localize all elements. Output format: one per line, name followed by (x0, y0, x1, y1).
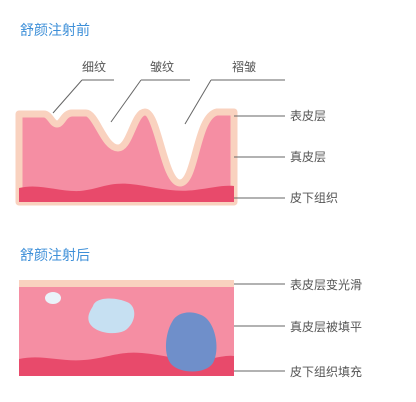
filler-blob-large (165, 312, 217, 372)
label-subcutaneous: 皮下组织 (290, 191, 338, 205)
before-dermis (15, 108, 238, 206)
filler-blob-medium (88, 298, 135, 334)
before-subcutaneous (19, 183, 234, 202)
label-folds: 褶皱 (232, 59, 256, 74)
before-title: 舒颜注射前 (20, 22, 90, 39)
after-title: 舒颜注射后 (20, 248, 90, 264)
label-smooth-epidermis: 表皮层变光滑 (290, 277, 362, 292)
label-dermis: 真皮层 (290, 150, 326, 164)
label-subcutaneous-filling: 皮下组织填充 (290, 364, 362, 379)
filler-blob-small (45, 292, 61, 304)
label-wrinkles: 皱纹 (150, 59, 174, 74)
leader-folds (184, 79, 212, 125)
label-epidermis: 表皮层 (290, 109, 326, 123)
watermark: 无敌不至VWBZ (314, 375, 392, 389)
label-filled-dermis: 真皮层被填平 (290, 320, 362, 334)
leader-fine-lines (52, 79, 83, 114)
after-subcutaneous (19, 352, 234, 376)
after-epidermis (19, 280, 234, 287)
label-fine-lines: 细纹 (82, 60, 106, 74)
leader-wrinkles (110, 79, 142, 123)
